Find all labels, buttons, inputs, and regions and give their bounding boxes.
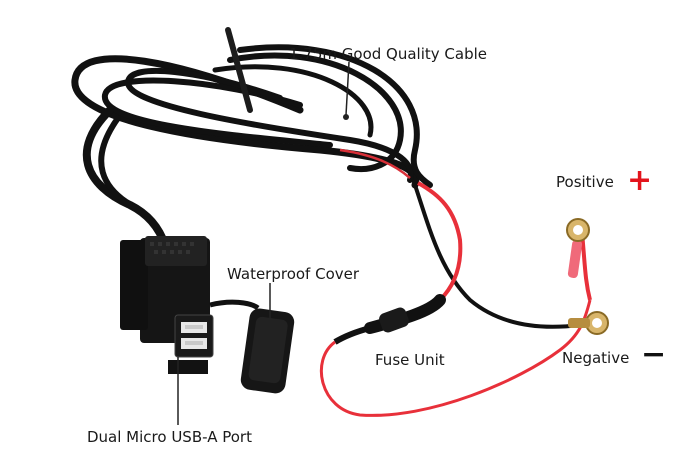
usb-socket [120,236,214,374]
fuse-unit-label: Fuse Unit [375,351,445,369]
waterproof-cover-label: Waterproof Cover [227,265,360,283]
minus-sign: − [641,337,667,372]
negative-label: Negative [562,349,630,367]
zip-tie [225,27,253,113]
waterproof-cover [209,299,295,394]
fuse-holder [333,294,446,345]
coil-red-wire [339,148,411,179]
positive-ring-terminal [566,218,590,242]
positive-sleeve [567,240,583,278]
positive-wire-terminal [580,231,592,301]
ground-wire [413,184,581,329]
positive-wire-upper [417,181,463,302]
plus-sign: + [627,163,653,198]
leader-lines [177,61,350,425]
positive-label: Positive [556,173,614,191]
usb-port-label: Dual Micro USB-A Port [87,428,252,446]
cable-label: 1.75m Good Quality Cable [289,45,487,63]
cable-leader [345,61,350,116]
cable-leader-dot [343,114,349,120]
cable-coil [71,44,433,249]
fuse-red-wire [319,299,592,417]
negative-ring-terminal [568,311,609,335]
